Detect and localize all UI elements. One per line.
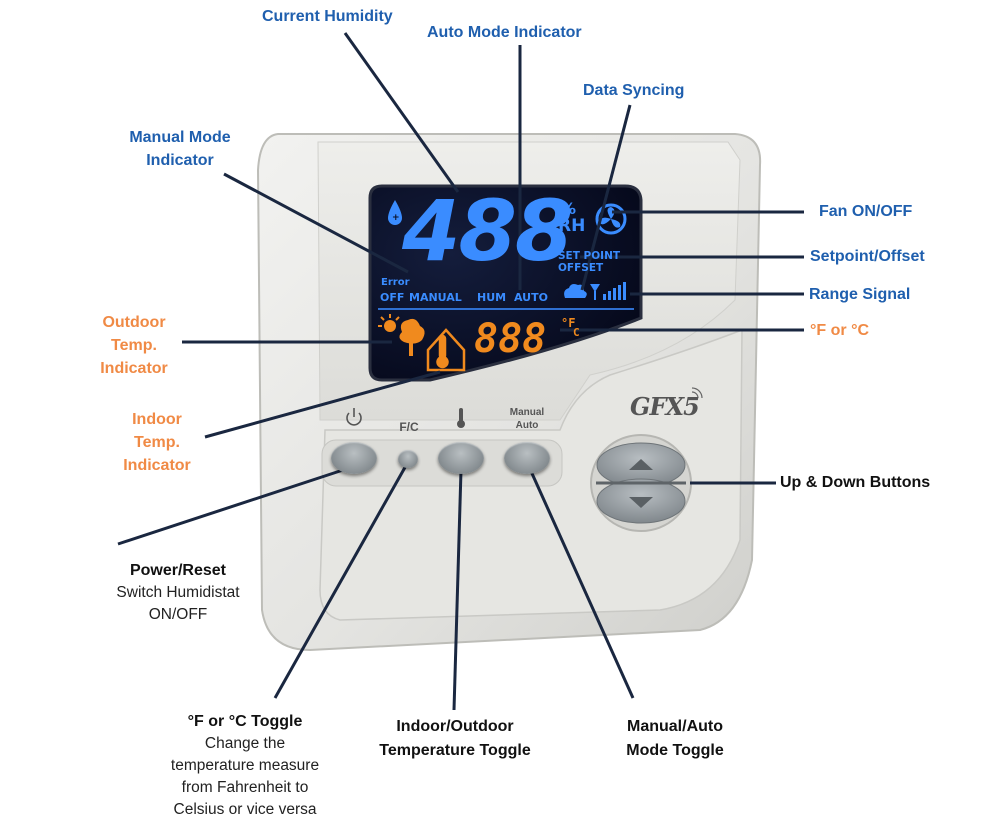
label-manual-auto-line1: Manual/Auto <box>627 718 723 735</box>
fc-button-label: F/C <box>399 420 419 434</box>
label-fc-toggle-desc4: Celsius or vice versa <box>173 801 317 818</box>
svg-text:+: + <box>392 213 400 223</box>
label-indoor-line2: Temp. <box>134 434 180 451</box>
mode-manual: MANUAL <box>409 291 462 304</box>
power-reset-button[interactable] <box>331 442 377 474</box>
label-power-reset-title: Power/Reset <box>129 562 227 579</box>
auto-button-label: Auto <box>515 420 539 431</box>
down-arrow-icon <box>629 497 653 508</box>
temp-unit-c: C <box>573 326 580 339</box>
label-outdoor-line2: Temp. <box>111 337 157 354</box>
brand-logo: GFX5 <box>630 392 700 421</box>
mode-off: OFF <box>380 291 405 304</box>
label-outdoor-line3: Indicator <box>100 360 168 377</box>
error-label: Error <box>381 277 410 288</box>
label-manual-auto-toggle: Manual/Auto Mode Toggle <box>590 715 760 763</box>
label-outdoor-temp-indicator: Outdoor Temp. Indicator <box>80 311 188 380</box>
offset-label: OFFSET <box>558 262 604 274</box>
mode-auto: AUTO <box>514 291 548 304</box>
label-manual-mode-line2: Indicator <box>146 152 214 169</box>
label-indoor-outdoor-line1: Indoor/Outdoor <box>396 718 514 735</box>
label-data-syncing: Data Syncing <box>583 82 685 99</box>
label-auto-mode-indicator: Auto Mode Indicator <box>427 24 582 41</box>
power-icon <box>346 408 362 426</box>
range-signal-icon <box>590 282 626 300</box>
droplet-icon <box>388 200 402 225</box>
label-power-reset-desc1: Switch Humidistat <box>116 584 240 601</box>
outdoor-temp-icon <box>378 314 425 356</box>
percent-symbol: % <box>560 199 577 218</box>
label-indoor-line1: Indoor <box>132 411 182 428</box>
label-power-reset-desc2: ON/OFF <box>148 606 208 623</box>
label-range-signal: Range Signal <box>809 286 911 303</box>
label-fc-toggle-desc1: Change the <box>204 735 286 752</box>
rh-label: RH <box>558 216 586 236</box>
label-indoor-temp-indicator: Indoor Temp. Indicator <box>105 408 209 477</box>
indoor-temp-icon <box>426 328 466 372</box>
temperature-digits: 888 <box>474 316 547 362</box>
manual-button-label: Manual <box>509 407 545 418</box>
label-setpoint-offset: Setpoint/Offset <box>810 248 925 265</box>
temp-unit-f: °F <box>561 316 576 330</box>
set-point-label: SET POINT <box>558 250 621 262</box>
label-manual-auto-line2: Mode Toggle <box>626 742 724 759</box>
indoor-outdoor-toggle-button[interactable] <box>438 442 484 474</box>
label-up-down-buttons: Up & Down Buttons <box>780 474 931 491</box>
thermometer-icon <box>457 408 465 428</box>
label-indoor-outdoor-line2: Temperature Toggle <box>379 742 531 759</box>
label-fc-toggle-desc2: temperature measure <box>170 757 320 774</box>
label-indoor-line3: Indicator <box>123 457 191 474</box>
label-fc-toggle-title: °F or °C Toggle <box>187 713 303 730</box>
label-fc-toggle-desc3: from Fahrenheit to <box>181 779 309 796</box>
manual-auto-toggle-button[interactable] <box>504 442 550 474</box>
humidity-digits: 488 <box>402 182 573 280</box>
fc-toggle-button[interactable] <box>398 450 418 468</box>
label-manual-mode-line1: Manual Mode <box>129 129 231 146</box>
fan-icon <box>595 203 627 235</box>
leader-lines <box>117 32 804 711</box>
label-outdoor-line1: Outdoor <box>102 314 166 331</box>
label-indoor-outdoor-toggle: Indoor/Outdoor Temperature Toggle <box>350 715 560 763</box>
label-fan-on-off: Fan ON/OFF <box>819 203 913 220</box>
label-f-or-c: °F or °C <box>810 322 870 339</box>
label-current-humidity: Current Humidity <box>262 8 393 25</box>
label-manual-mode-indicator: Manual Mode Indicator <box>112 126 248 172</box>
label-power-reset: Power/Reset Switch Humidistat ON/OFF <box>88 560 268 626</box>
label-fc-toggle: °F or °C Toggle Change the temperature m… <box>140 711 350 821</box>
mode-hum: HUM <box>477 291 507 304</box>
up-arrow-icon <box>629 459 653 470</box>
